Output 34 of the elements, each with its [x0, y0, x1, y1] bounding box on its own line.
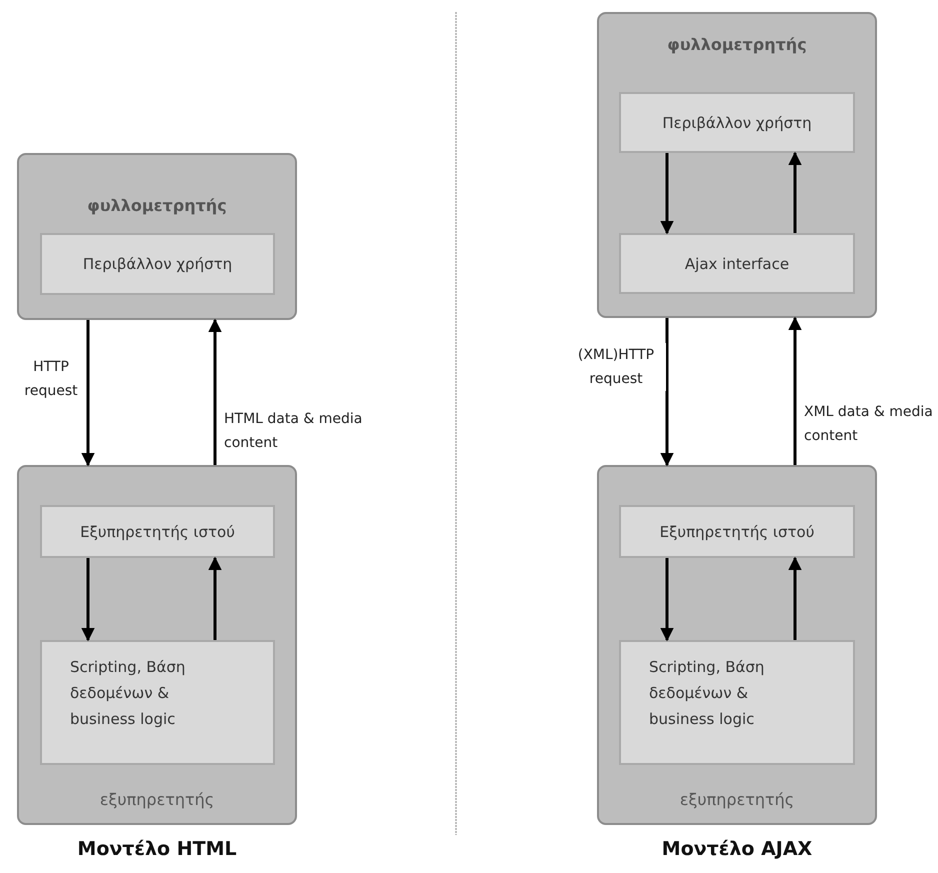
box-text: Εξυπηρετητής ιστού — [79, 522, 236, 543]
arrow — [81, 320, 95, 466]
box-text: Scripting, Βάση δεδομένων & business logic — [649, 657, 766, 730]
component-box — [619, 92, 855, 153]
box-heading: εξυπηρετητής — [98, 789, 216, 811]
box-heading: φυλλομετρητής — [86, 195, 228, 217]
box-heading: φυλλομετρητής — [666, 34, 808, 56]
arrow — [208, 556, 222, 640]
arrow — [660, 153, 674, 234]
box-text: Περιβάλλον χρήστη — [82, 254, 234, 275]
box-text: Scripting, Βάση δεδομένων & business logic — [70, 657, 186, 730]
box-text: Εξυπηρετητής ιστού — [658, 522, 816, 543]
container-box — [597, 465, 877, 825]
model-caption: Μοντέλο HTML — [77, 838, 237, 860]
component-box — [40, 505, 275, 558]
container-box — [597, 12, 877, 318]
container-box — [17, 153, 297, 320]
arrow — [208, 318, 222, 465]
arrow — [788, 556, 802, 640]
box-text: Περιβάλλον χρήστη — [661, 113, 813, 134]
component-box — [40, 640, 275, 765]
arrow — [660, 558, 674, 642]
box-text: Ajax interface — [684, 254, 790, 275]
arrow — [788, 152, 802, 233]
component-box — [619, 233, 855, 294]
box-heading: εξυπηρετητής — [678, 789, 796, 811]
component-box — [619, 505, 855, 558]
component-box — [40, 233, 275, 295]
container-box — [17, 465, 297, 825]
model-caption: Μοντέλο AJAX — [662, 838, 812, 860]
component-box — [619, 640, 855, 765]
arrow — [788, 316, 802, 465]
arrow — [660, 318, 674, 466]
arrow — [81, 558, 95, 642]
